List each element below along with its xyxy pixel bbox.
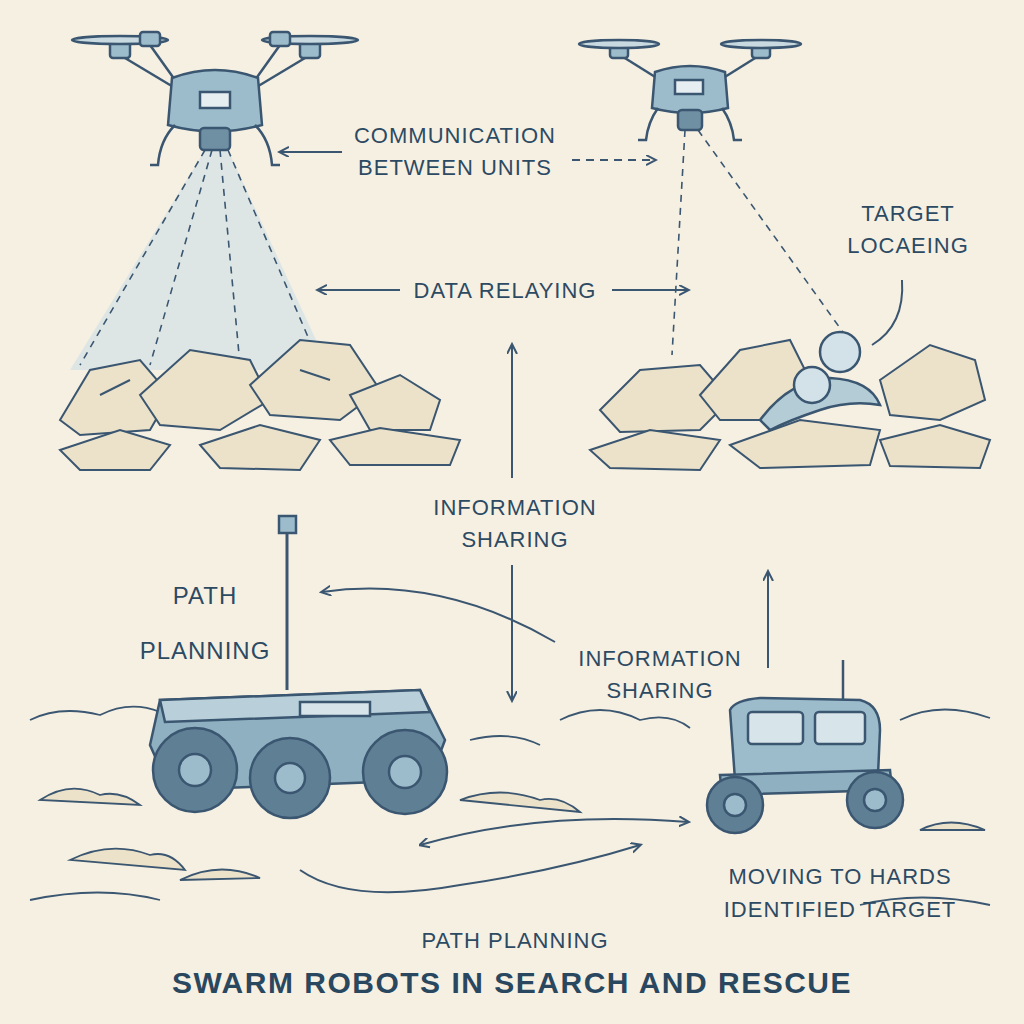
callout-label: MOVING TO HARDS IDENTIFIED TARGET <box>690 860 990 926</box>
rover <box>150 516 447 818</box>
callout-label: TARGET LOCAEING <box>828 198 988 262</box>
callout-label: PATH PLANNING <box>375 925 655 957</box>
callout-label: INFORMATION SHARING <box>405 492 625 556</box>
trapped-person <box>760 332 880 430</box>
callout-label: COMMUNICATION BETWEEN UNITS <box>320 120 590 184</box>
leader-line <box>872 280 902 345</box>
callout-label: DATA RELAYING <box>405 275 605 307</box>
drone <box>579 40 801 140</box>
callout-label: PATH PLANNING <box>125 568 285 678</box>
rover <box>707 660 903 833</box>
callout-label: INFORMATION SHARING <box>553 643 768 707</box>
rubble-pile <box>590 340 990 470</box>
arrow <box>280 152 768 892</box>
scan-cone <box>70 150 330 370</box>
diagram-title: SWARM ROBOTS IN SEARCH AND RESCUE <box>32 966 992 1000</box>
scan-lines <box>672 130 845 355</box>
drone <box>72 32 358 165</box>
rubble-pile <box>60 340 460 470</box>
